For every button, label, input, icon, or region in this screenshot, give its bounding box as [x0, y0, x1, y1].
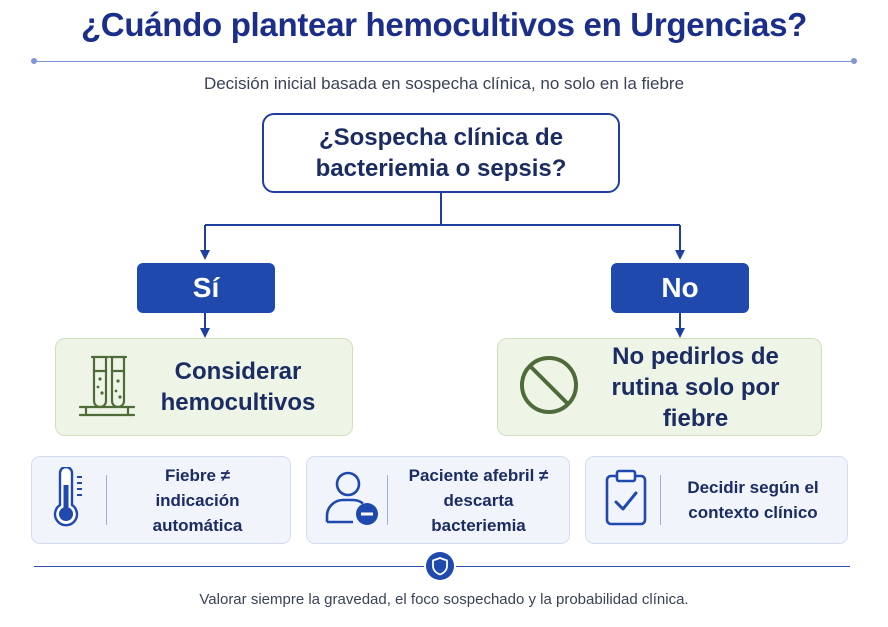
note-2-line-2: descarta bacteriemia: [431, 490, 526, 535]
thermometer-icon: [50, 465, 100, 534]
info-card-context: Decidir según el contexto clínico: [585, 456, 848, 544]
consider-line-2: hemocultivos: [160, 389, 316, 416]
shield-icon: [424, 550, 456, 582]
clipboard-check-icon: [604, 468, 654, 533]
subtitle: Decisión inicial basada en sospecha clín…: [203, 74, 685, 93]
test-tubes-icon: [74, 349, 140, 426]
divider-dot-right: [851, 58, 857, 64]
no-routine-line-2: rutina solo por fiebre: [611, 373, 780, 432]
note-1-line-1: Fiebre ≠: [164, 465, 231, 485]
question-line-2: bacteriemia o sepsis?: [315, 155, 567, 182]
divider-dot-left: [31, 58, 37, 64]
no-branch-label: No: [611, 263, 749, 313]
page-title: ¿Cuándo plantear hemocultivos en Urgenci…: [80, 6, 808, 43]
info-separator: [660, 475, 661, 525]
consider-blood-cultures-card: Considerar hemocultivos: [55, 338, 353, 436]
no-routine-line-1: No pedirlos de: [612, 342, 779, 370]
info-card-fever: Fiebre ≠ indicación automática: [31, 456, 291, 544]
info-card-afebrile: Paciente afebril ≠ descarta bacteriemia: [306, 456, 570, 544]
question-line-1: ¿Sospecha clínica de: [318, 124, 564, 151]
note-3-line-2: contexto clínico: [688, 503, 818, 522]
no-routine-card: No pedirlos de rutina solo por fiebre: [497, 338, 822, 436]
person-minus-icon: [323, 468, 381, 533]
decision-question-box: ¿Sospecha clínica de bacteriemia o sepsi…: [262, 113, 620, 193]
title-divider: [34, 61, 854, 62]
info-separator: [387, 475, 388, 525]
note-3-line-1: Decidir según el: [687, 478, 819, 497]
consider-line-1: Considerar: [174, 358, 302, 385]
yes-branch-label: Sí: [137, 263, 275, 313]
note-1-line-2: indicación automática: [152, 490, 243, 535]
note-2-line-1: Paciente afebril ≠: [408, 465, 549, 485]
footer-note: Valorar siempre la gravedad, el foco sos…: [199, 591, 689, 608]
prohibited-icon: [518, 354, 582, 421]
info-separator: [106, 475, 107, 525]
